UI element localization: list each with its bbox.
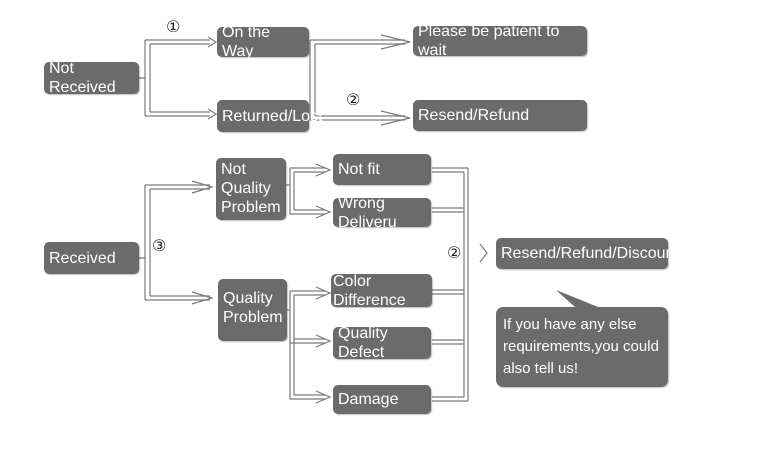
quality-defect-node: Quality Defect xyxy=(333,325,431,361)
on-the-way-node: On the Way xyxy=(217,24,309,60)
color-difference-node: Color Difference xyxy=(331,273,432,309)
marker-3: ③ xyxy=(152,236,167,255)
marker-1: ① xyxy=(166,17,181,36)
marker-2-bottom: ② xyxy=(447,243,462,262)
patient-wait-node: Please be patient to wait xyxy=(413,23,587,59)
note-bubble: If you have any else requirements,you co… xyxy=(496,307,668,387)
resend-refund-node: Resend/Refund xyxy=(413,100,587,131)
resend-refund-discount-node: Resend/Refund/Discount xyxy=(496,238,679,269)
not-quality-problem-node: Not Quality Problem xyxy=(216,158,286,220)
quality-problem-node: Quality Problem xyxy=(218,279,287,341)
damage-node: Damage xyxy=(333,385,431,414)
received-node: Received xyxy=(44,242,139,274)
wrong-delivery-node: Wrong Deliveru xyxy=(333,195,431,231)
marker-2-top: ② xyxy=(346,90,361,109)
returned-lost-node: Returned/Lost xyxy=(217,100,323,132)
not-fit-node: Not fit xyxy=(333,154,431,185)
not-received-node: Not Received xyxy=(44,60,139,96)
